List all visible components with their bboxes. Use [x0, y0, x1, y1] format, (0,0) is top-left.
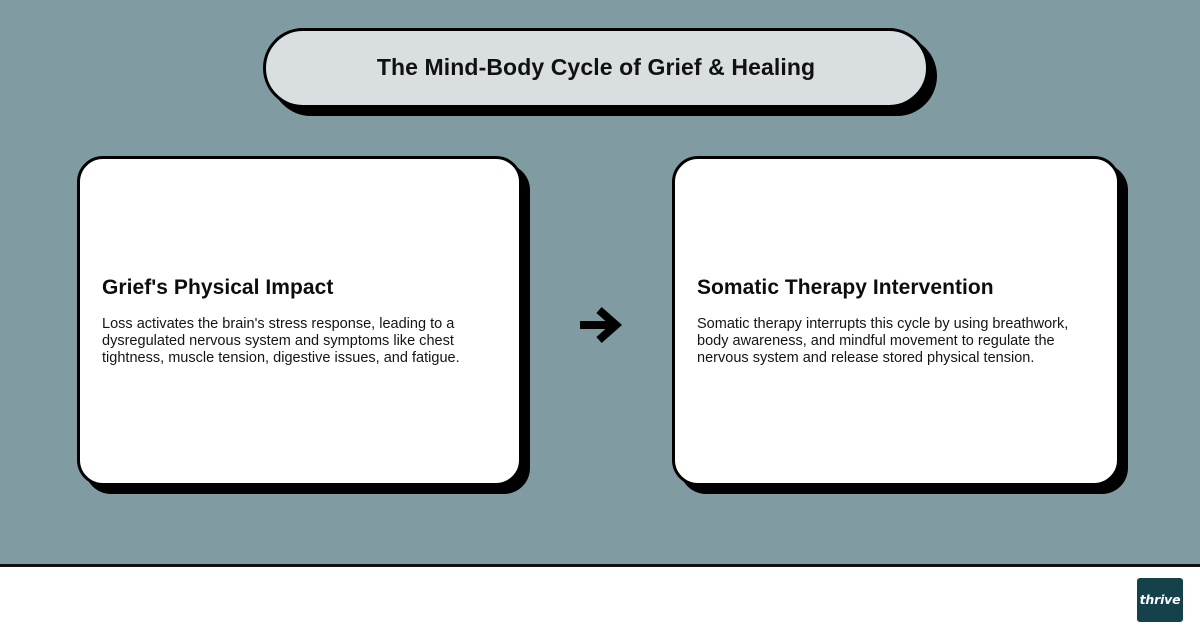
logo-wordmark: thrive: [1139, 591, 1181, 607]
page-title: The Mind-Body Cycle of Grief & Healing: [376, 54, 816, 81]
card-somatic-therapy-intervention: Somatic Therapy Intervention Somatic the…: [672, 156, 1120, 486]
card-heading: Grief's Physical Impact: [102, 275, 334, 299]
thrive-logo-badge: thrive: [1137, 578, 1183, 622]
card-grief-physical-impact: Grief's Physical Impact Loss activates t…: [77, 156, 522, 486]
title-pill: The Mind-Body Cycle of Grief & Healing: [263, 28, 929, 108]
card-body: Loss activates the brain's stress respon…: [102, 315, 460, 367]
card-body: Somatic therapy interrupts this cycle by…: [697, 315, 1069, 367]
card-heading: Somatic Therapy Intervention: [697, 275, 994, 299]
footer-bar: thrive: [0, 564, 1200, 630]
main-stage: The Mind-Body Cycle of Grief & Healing G…: [0, 0, 1200, 564]
arrow-right-icon: [572, 300, 628, 350]
